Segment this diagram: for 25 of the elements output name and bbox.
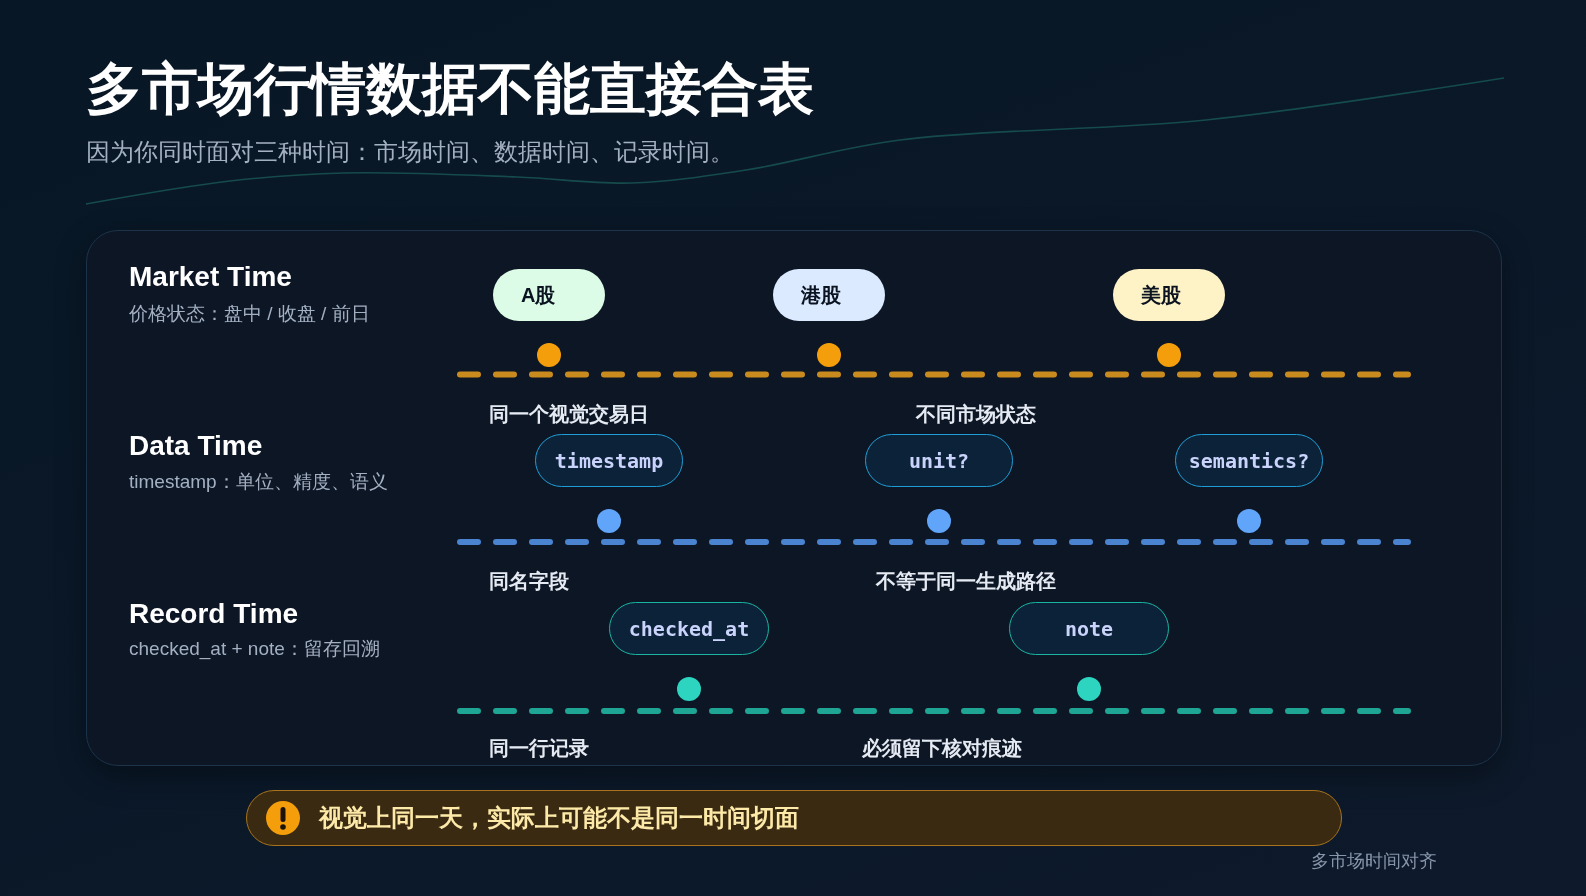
field-pill: checked_at [609, 602, 769, 655]
row-heading: Record Time [129, 597, 299, 631]
field-pill: semantics? [1175, 434, 1323, 487]
annotation-text: 同一个视觉交易日 [489, 402, 649, 426]
annotation-text: 必须留下核对痕迹 [862, 736, 1022, 760]
row-description: checked_at + note：留存回溯 [129, 638, 380, 661]
field-pill: timestamp [535, 434, 683, 487]
market-pill: A股 [493, 269, 605, 321]
row-heading: Data Time [129, 429, 263, 463]
footer-text: 多市场时间对齐 [1311, 851, 1437, 873]
annotation-text: 不等于同一生成路径 [876, 569, 1056, 593]
row-description: timestamp：单位、精度、语义 [129, 471, 388, 494]
row-heading: Market Time [129, 260, 292, 294]
row-description: 价格状态：盘中 / 收盘 / 前日 [129, 303, 370, 326]
subtitle: 因为你同时面对三种时间：市场时间、数据时间、记录时间。 [86, 138, 734, 167]
field-pill: note [1009, 602, 1169, 655]
warning-banner [246, 790, 1342, 846]
annotation-text: 同名字段 [489, 569, 569, 593]
market-pill: 港股 [773, 269, 885, 321]
timeline-panel [86, 230, 1502, 766]
annotation-text: 同一行记录 [489, 736, 589, 760]
warning-text: 视觉上同一天，实际上可能不是同一时间切面 [319, 803, 799, 833]
field-pill: unit? [865, 434, 1013, 487]
market-pill: 美股 [1113, 269, 1225, 321]
title: 多市场行情数据不能直接合表 [86, 57, 814, 122]
